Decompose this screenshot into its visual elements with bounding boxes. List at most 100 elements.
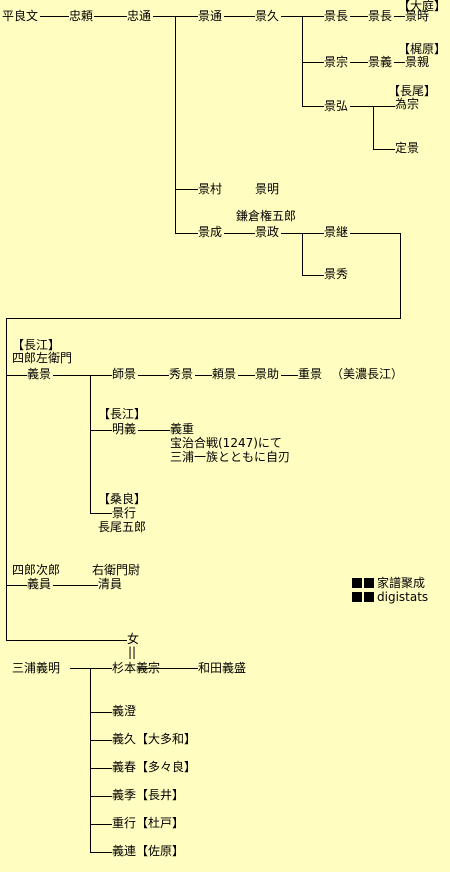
node-yoshikazu: 義員 bbox=[27, 577, 52, 591]
connector-line bbox=[53, 585, 98, 586]
connector-line bbox=[175, 16, 176, 234]
node-kageyoshi: 景義 bbox=[368, 55, 393, 69]
connector-line bbox=[90, 852, 112, 853]
connector-line bbox=[394, 16, 405, 17]
connector-line bbox=[394, 62, 405, 63]
node-shigeyuki: 重行【杜戸】 bbox=[112, 816, 185, 830]
connector-line bbox=[175, 189, 198, 190]
connector-line bbox=[90, 375, 91, 514]
brand-mark: 家譜聚成 digistats bbox=[352, 576, 428, 604]
node-yoshisue: 義季【長井】 bbox=[112, 788, 185, 802]
connector-line bbox=[138, 668, 198, 669]
connector-line bbox=[90, 430, 112, 431]
connector-line bbox=[350, 16, 368, 17]
connector-line bbox=[94, 16, 127, 17]
node-kagenaga1: 景長 bbox=[324, 9, 349, 23]
connector-line bbox=[350, 62, 368, 63]
node-tadayori: 忠頼 bbox=[69, 9, 94, 23]
connector-line bbox=[373, 149, 395, 150]
node-kagehisa: 景久 bbox=[255, 9, 280, 23]
connector-line bbox=[6, 318, 7, 641]
node-hidekage: 秀景 bbox=[169, 367, 194, 381]
node-kamakura-label: 鎌倉権五郎 bbox=[236, 209, 297, 223]
node-kagemune: 景宗 bbox=[324, 55, 349, 69]
node-kajiwara-label: 【梶原】 bbox=[398, 42, 447, 56]
node-kageakira: 景明 bbox=[255, 182, 280, 196]
connector-line bbox=[238, 375, 255, 376]
connector-line bbox=[6, 640, 127, 641]
node-wada: 和田義盛 bbox=[198, 661, 247, 675]
connector-line bbox=[224, 16, 255, 17]
connector-line bbox=[90, 513, 112, 514]
brand-name: 家譜聚成 bbox=[377, 575, 426, 590]
connector-line bbox=[195, 375, 212, 376]
connector-line bbox=[302, 16, 303, 107]
node-nagae-label-1: 【長江】 bbox=[12, 338, 61, 352]
connector-line bbox=[90, 824, 112, 825]
square-icon bbox=[352, 592, 362, 602]
node-yoshishige: 義重 bbox=[170, 422, 195, 436]
connector-line bbox=[138, 375, 169, 376]
node-uemon-label: 右衛門尉 bbox=[92, 563, 141, 577]
node-nagao-label-1: 【長尾】 bbox=[388, 84, 437, 98]
square-icon bbox=[364, 592, 374, 602]
node-kiyokazu: 清員 bbox=[98, 577, 123, 591]
node-tadamichi: 忠通 bbox=[127, 9, 152, 23]
connector-line bbox=[6, 375, 27, 376]
node-kageyuki: 景行 bbox=[112, 506, 137, 520]
connector-line bbox=[302, 62, 324, 63]
node-kuwabara-label: 【桑良】 bbox=[98, 492, 147, 506]
node-kagesuke: 景助 bbox=[255, 367, 280, 381]
node-morokage: 師景 bbox=[112, 367, 137, 381]
square-icon bbox=[364, 578, 374, 588]
node-sadakage: 定景 bbox=[395, 141, 420, 155]
node-kagemichi: 景通 bbox=[198, 9, 223, 23]
node-kagehiro: 景弘 bbox=[324, 99, 349, 113]
node-sugimoto: 杉本義宗 bbox=[112, 661, 161, 675]
node-kagetsugu: 景継 bbox=[324, 225, 349, 239]
node-miura-yoshiaki: 三浦義明 bbox=[12, 661, 61, 675]
node-akiyoshi: 明義 bbox=[112, 422, 137, 436]
connector-line bbox=[224, 233, 255, 234]
connector-line bbox=[373, 106, 374, 150]
connector-line bbox=[90, 796, 112, 797]
node-shiro-saemon: 四郎左衛門 bbox=[12, 351, 73, 365]
connector-line bbox=[400, 233, 401, 319]
node-yoshiharu: 義春【多々良】 bbox=[112, 760, 197, 774]
node-oba-label: 【大庭】 bbox=[398, 0, 447, 13]
connector-line bbox=[90, 712, 112, 713]
node-kagetoki: 景時 bbox=[405, 9, 430, 23]
node-yoshihisa: 義久【大多和】 bbox=[112, 732, 197, 746]
node-yoshizumi: 義澄 bbox=[112, 704, 137, 718]
node-kagehide: 景秀 bbox=[324, 267, 349, 281]
node-shiro-jiro: 四郎次郎 bbox=[12, 563, 61, 577]
connector-line bbox=[350, 106, 395, 107]
connector-line bbox=[302, 106, 324, 107]
node-kagemasa: 景政 bbox=[255, 225, 280, 239]
node-kagenaga2: 景長 bbox=[368, 9, 393, 23]
connector-line bbox=[175, 233, 198, 234]
node-nagao-goro: 長尾五郎 bbox=[98, 520, 147, 534]
node-eq-mark: || bbox=[128, 645, 137, 659]
node-yoshitsura: 義連【佐原】 bbox=[112, 844, 185, 858]
connector-line bbox=[90, 740, 112, 741]
connector-line bbox=[90, 668, 91, 853]
node-nagae-label-2: 【長江】 bbox=[98, 407, 147, 421]
connector-line bbox=[6, 318, 400, 319]
connector-line bbox=[350, 233, 400, 234]
node-hoji-note: 宝治合戦(1247)にて bbox=[170, 436, 282, 450]
connector-line bbox=[302, 233, 303, 276]
connector-line bbox=[40, 16, 69, 17]
node-heiryoubun: 平良文 bbox=[2, 9, 39, 23]
node-tamemune: 為宗 bbox=[395, 97, 420, 111]
connector-line bbox=[302, 275, 324, 276]
node-shigekage: 重景 bbox=[298, 367, 323, 381]
connector-line bbox=[281, 375, 298, 376]
node-miura-note: 三浦一族とともに自刃 bbox=[170, 450, 291, 464]
connector-line bbox=[53, 375, 112, 376]
node-onna: 女 bbox=[127, 632, 140, 646]
connector-line bbox=[70, 668, 112, 669]
node-kagemura: 景村 bbox=[198, 182, 223, 196]
node-kagenari: 景成 bbox=[198, 225, 223, 239]
